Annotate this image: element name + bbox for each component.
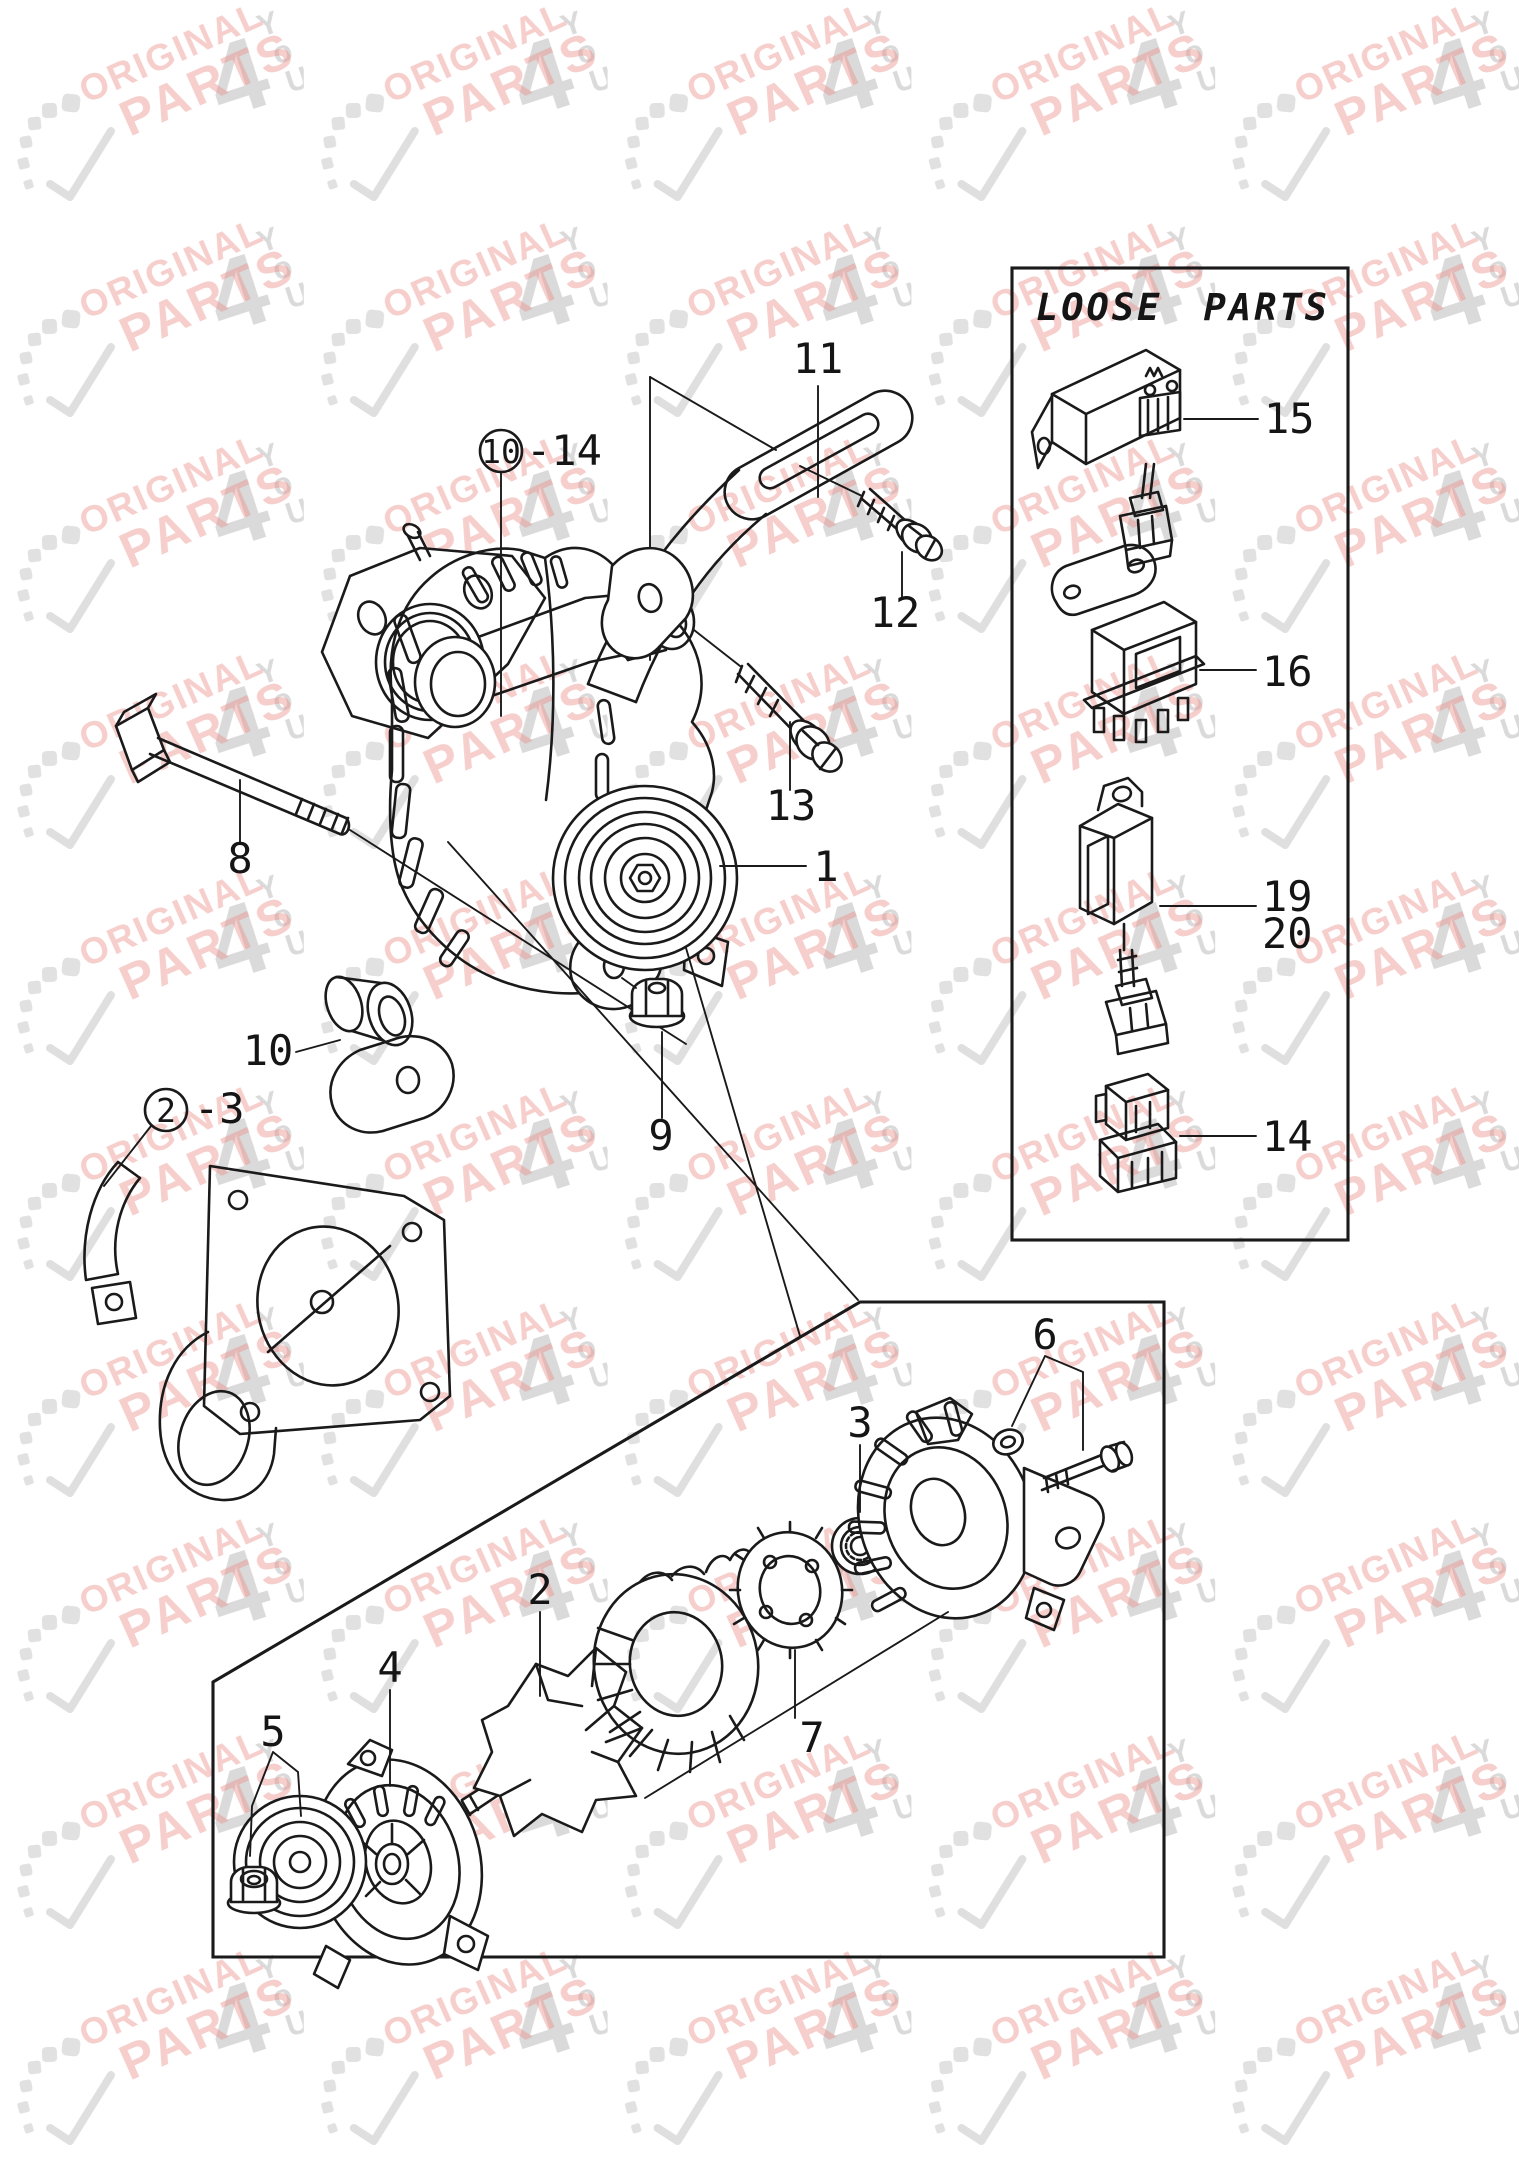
projection-line <box>447 841 859 1301</box>
loose-parts-box <box>1010 266 1350 1242</box>
callout-label: 13 <box>766 781 817 830</box>
group-line-7 <box>644 1611 949 1799</box>
callout-10-spacer: 10 <box>243 1026 341 1075</box>
through-bolt-drawing <box>114 692 687 1045</box>
callout-label: 3 <box>847 1398 872 1447</box>
retainer-plate-drawing <box>728 1520 854 1660</box>
callout-label: 7 <box>799 1713 824 1762</box>
callout-6: 6 <box>1011 1310 1084 1451</box>
nut-9-drawing <box>621 977 686 1029</box>
callout-1: 1 <box>719 842 839 891</box>
projection-line <box>685 947 801 1337</box>
exploded-view-box <box>211 1300 1166 1959</box>
front-housing-drawing <box>312 1738 490 1990</box>
callout-2-3: 2 -3 <box>103 1084 245 1187</box>
callout-label: 1 <box>813 842 838 891</box>
callout-label: 2 <box>156 1091 176 1130</box>
bolt-13-drawing <box>693 629 843 773</box>
spacer-drawing <box>324 975 414 1047</box>
callout-label: 12 <box>870 588 921 637</box>
callout-label: -14 <box>526 426 602 475</box>
callout-label: 15 <box>1264 394 1315 443</box>
callout-3: 3 <box>847 1398 873 1513</box>
callout-10-14: 10 -14 <box>478 426 602 717</box>
callout-14-loose: 14 <box>1179 1112 1313 1161</box>
callout-16: 16 <box>1199 647 1313 696</box>
rear-housing-drawing <box>847 1396 1105 1632</box>
pivot-bracket-drawing <box>320 546 696 740</box>
callout-15: 15 <box>1183 394 1315 443</box>
callout-label: 9 <box>648 1111 673 1160</box>
callout-9: 9 <box>648 1031 674 1160</box>
callout-13: 13 <box>766 721 817 830</box>
callout-label: 16 <box>1262 647 1313 696</box>
callout-19-20: 19 20 <box>1159 872 1313 958</box>
pulley-nut-drawing <box>226 1865 282 1915</box>
mounting-bracket-drawing <box>83 1034 455 1502</box>
callout-11: 11 <box>793 334 844 498</box>
callout-7: 7 <box>794 1649 825 1762</box>
connector-drawing <box>1094 1072 1178 1194</box>
regulator-drawing <box>1030 348 1182 568</box>
exploded-alternator-parts <box>226 1396 1134 1990</box>
callout-label: 5 <box>260 1707 285 1756</box>
callout-2-rotor: 2 <box>527 1565 553 1697</box>
callout-4: 4 <box>377 1643 403 1787</box>
callout-label: 4 <box>377 1643 402 1692</box>
callout-label: 19 <box>1262 872 1313 921</box>
loose-parts-title: LOOSE PARTS <box>1036 286 1330 329</box>
sensor-drawing <box>1078 776 1170 1056</box>
callout-label: 2 <box>527 1565 552 1614</box>
callout-label: 10 <box>243 1026 294 1075</box>
projection-line <box>649 376 777 451</box>
callout-label: 20 <box>1262 909 1313 958</box>
callout-label: -3 <box>194 1084 245 1133</box>
relay-drawing <box>1050 543 1206 744</box>
washer-bolt-6-drawing <box>992 1428 1134 1494</box>
callout-8: 8 <box>227 779 253 883</box>
callout-label: 14 <box>1262 1112 1313 1161</box>
callout-label: 6 <box>1032 1310 1057 1359</box>
callout-label: 11 <box>793 334 844 383</box>
callout-label: 10 <box>481 432 521 471</box>
callout-12: 12 <box>870 551 921 637</box>
callout-label: 8 <box>227 834 252 883</box>
callout-5: 5 <box>249 1707 302 1857</box>
bolt-12-drawing <box>799 465 944 562</box>
